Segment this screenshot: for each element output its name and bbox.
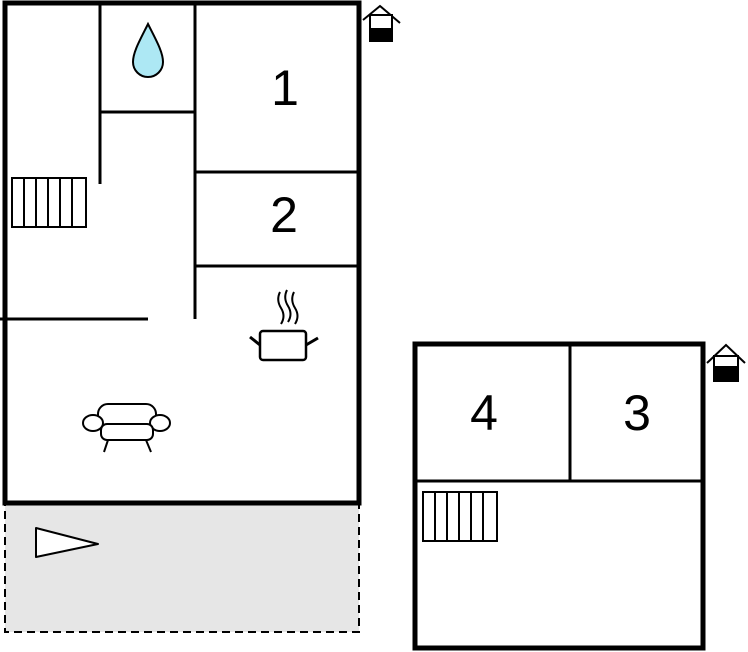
terrace-area [4, 503, 360, 633]
stairs-icon [422, 491, 498, 542]
main-building-outline [2, 0, 362, 506]
room-3-label: 3 [623, 385, 651, 441]
room-2-label: 2 [270, 187, 298, 243]
house-entrance-icon[interactable] [706, 343, 746, 382]
room-4-label: 4 [470, 385, 498, 441]
room-1-label: 1 [271, 60, 299, 116]
main-building-interior-walls [0, 5, 357, 321]
house-entrance-icon[interactable] [362, 4, 401, 42]
annex-building-outline [412, 341, 706, 651]
annex-building-interior-walls [415, 344, 703, 483]
cooking-pot-icon [249, 289, 319, 362]
triangle-marker-icon [35, 527, 99, 558]
sofa-icon [82, 403, 171, 453]
water-drop-icon [131, 21, 165, 78]
stairs-icon [11, 177, 87, 228]
